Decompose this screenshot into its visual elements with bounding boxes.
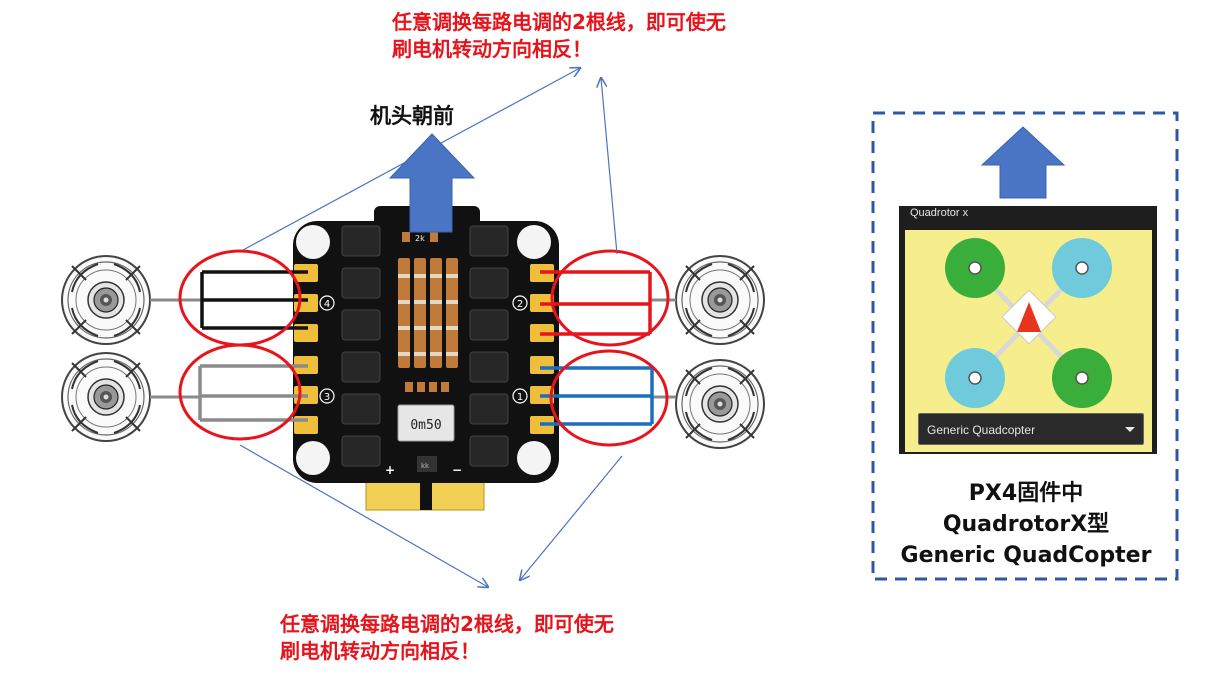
mosfet-column-left: [341, 225, 381, 467]
swap-note-bottom: 任意调换每路电调的2根线，即可使无 刷电机转动方向相反！: [280, 611, 614, 665]
px4-forward-arrow-icon: [980, 126, 1066, 199]
airframe-title: Quadrotor x: [910, 207, 969, 219]
airframe-select-value: Generic Quadcopter: [927, 423, 1036, 437]
front-direction-label: 机头朝前: [370, 104, 454, 128]
px4-dashed-frame: [871, 111, 1179, 581]
svg-text:2k: 2k: [415, 234, 425, 243]
swap-highlights: [178, 249, 670, 447]
mount-hole: [296, 225, 330, 259]
svg-text:kk: kk: [421, 462, 430, 470]
swap-note-bottom-line-2: 刷电机转动方向相反！: [280, 639, 480, 663]
motor-front-left: [61, 255, 151, 345]
svg-text:2: 2: [517, 299, 523, 310]
svg-text:3: 3: [324, 392, 330, 403]
svg-text:4: 4: [324, 299, 330, 310]
port-number-1: 1: [512, 388, 528, 404]
shunt-resistor: [397, 404, 455, 442]
port-number-2: 2: [512, 295, 528, 311]
motor-rear-right: [675, 359, 765, 449]
plus-mark: +: [385, 463, 395, 477]
wires: [150, 270, 676, 426]
capacitor-bank: [398, 258, 458, 368]
px4-caption-line-1: PX4固件中: [968, 481, 1084, 506]
mount-hole: [296, 441, 330, 475]
swap-note-top-line-2: 刷电机转动方向相反！: [392, 37, 592, 61]
wire-motor-4: [200, 270, 308, 330]
px4-caption: PX4固件中 QuadrotorX型 Generic QuadCopter: [876, 478, 1176, 571]
heading-arrow-icon: [1017, 302, 1041, 332]
port-number-3: 3: [319, 388, 335, 404]
minus-mark: −: [452, 463, 462, 477]
swap-note-top: 任意调换每路电调的2根线，即可使无 刷电机转动方向相反！: [392, 9, 726, 63]
motor-rear-left: [61, 352, 151, 442]
px4-caption-line-2: QuadrotorX型: [942, 512, 1110, 537]
motor-front-right: [675, 255, 765, 345]
port-number-4: 4: [319, 295, 335, 311]
swap-note-top-line-1: 任意调换每路电调的2根线，即可使无: [392, 10, 726, 34]
mount-hole: [517, 441, 551, 475]
mosfet-column-right: [469, 225, 509, 467]
mount-hole: [517, 225, 551, 259]
airframe-select[interactable]: Generic Quadcopter: [918, 413, 1144, 445]
wire-motor-1: [540, 366, 654, 426]
wire-motor-3: [198, 364, 308, 422]
svg-text:0m50: 0m50: [410, 418, 441, 433]
px4-caption-line-3: Generic QuadCopter: [900, 543, 1152, 568]
quad-x-frame: [945, 238, 1112, 408]
forward-arrow-icon: [388, 133, 476, 233]
caret-down-icon: [1125, 427, 1135, 432]
wire-motor-2: [540, 270, 652, 336]
esc-board: 0m50 2k kk + − 4: [293, 206, 559, 511]
svg-text:1: 1: [517, 392, 523, 403]
swap-note-bottom-line-1: 任意调换每路电调的2根线，即可使无: [280, 612, 614, 636]
